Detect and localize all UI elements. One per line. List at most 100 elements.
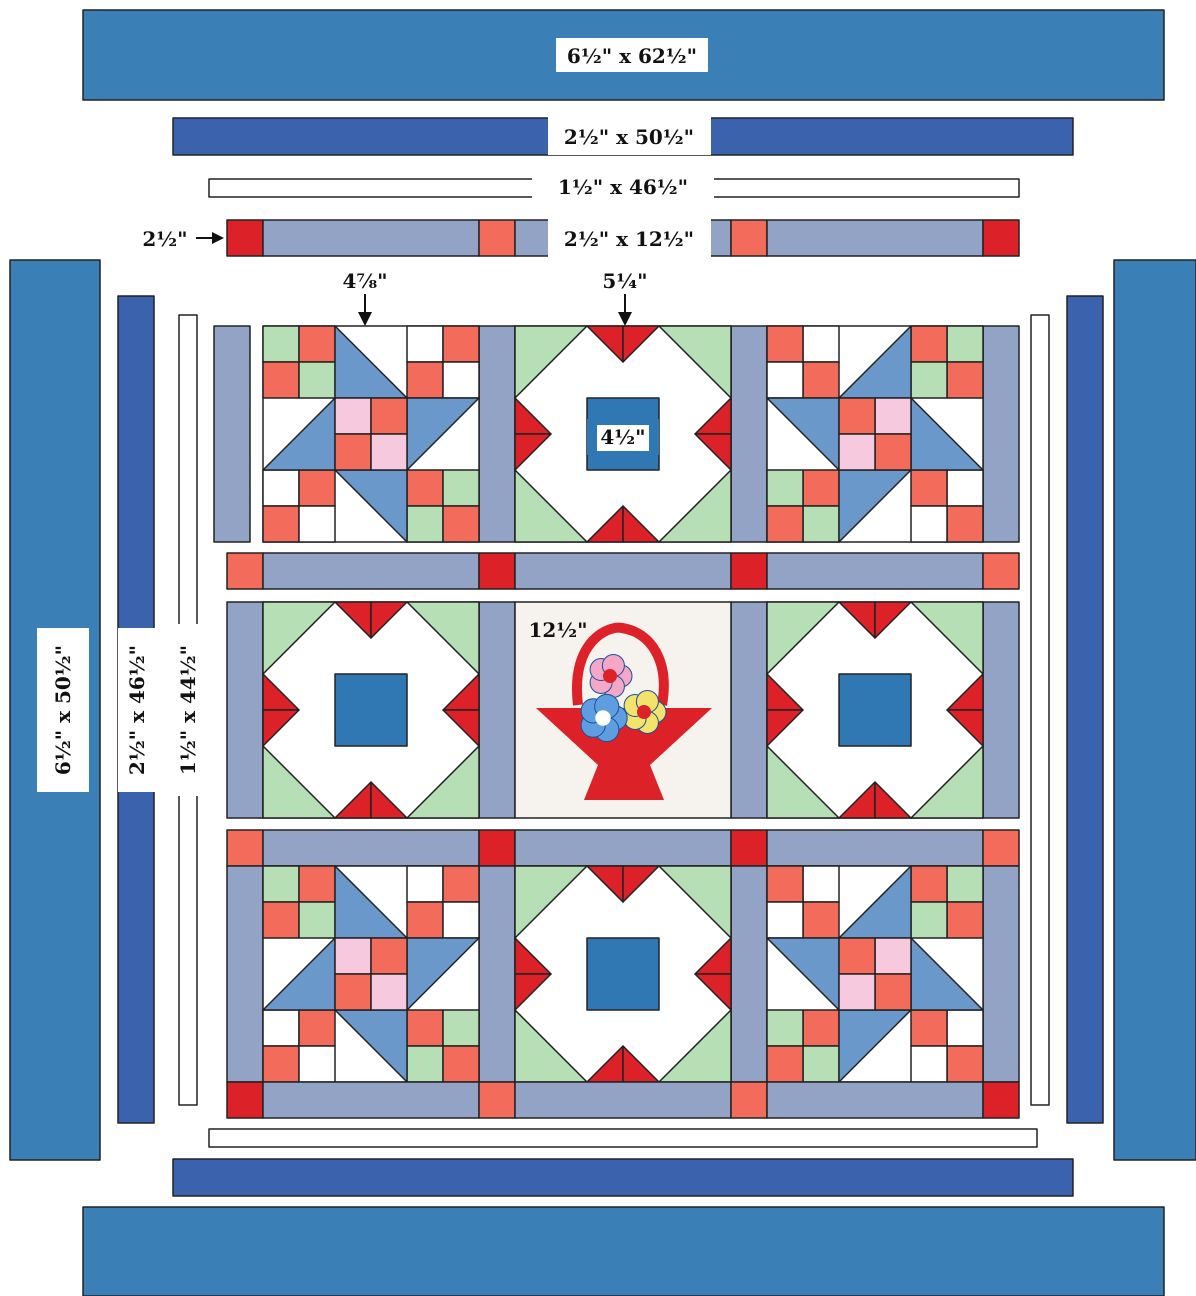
four-patch-square (443, 506, 479, 542)
sashing-vertical (214, 326, 250, 542)
four-patch-square (911, 470, 947, 506)
four-patch-square (407, 866, 443, 902)
four-patch-square (803, 902, 839, 938)
center-square (371, 938, 407, 974)
center-square (335, 434, 371, 470)
four-patch-square (407, 902, 443, 938)
sashing-vertical (983, 326, 1019, 542)
four-patch-square (263, 866, 299, 902)
cornerstone (479, 830, 515, 866)
four-patch-square (767, 362, 803, 398)
four-patch-square (947, 902, 983, 938)
middle-side-label: 2½" x 46½" (125, 645, 149, 775)
center-square (335, 974, 371, 1010)
cornerstone (479, 1082, 515, 1118)
basket-block (263, 866, 479, 1082)
four-patch-square (803, 866, 839, 902)
basket-block (263, 326, 479, 542)
four-patch-square (803, 1046, 839, 1082)
four-patch-square (443, 362, 479, 398)
four-patch-square (911, 902, 947, 938)
four-patch-square (947, 470, 983, 506)
cornerstone (731, 553, 767, 589)
basket-block (767, 866, 983, 1082)
four-patch-square (767, 866, 803, 902)
sashing-vertical (227, 866, 263, 1082)
four-patch-square (263, 362, 299, 398)
four-patch-square (443, 902, 479, 938)
four-patch-square (299, 470, 335, 506)
four-patch-square (299, 362, 335, 398)
four-patch-square (911, 362, 947, 398)
applique-label: 12½" (528, 618, 587, 642)
center-square (875, 974, 911, 1010)
cornerstone (227, 830, 263, 866)
star-center (335, 674, 407, 746)
center-square (371, 974, 407, 1010)
sashing-horizontal (263, 553, 479, 589)
star-corner-label: 5¼" (602, 269, 647, 293)
arrow-down-icon (618, 294, 632, 326)
cornerstone (983, 830, 1019, 866)
sashing-vertical (983, 602, 1019, 818)
four-patch-square (803, 506, 839, 542)
middle-border-bottom (173, 1159, 1073, 1196)
outer-side-label: 6½" x 50½" (51, 645, 75, 775)
middle-border-right (1067, 296, 1103, 1123)
four-patch-square (263, 1010, 299, 1046)
cornerstone (479, 553, 515, 589)
four-patch-square (767, 1046, 803, 1082)
four-patch-square (443, 470, 479, 506)
arrow-right-icon (196, 232, 224, 244)
four-patch-square (767, 1010, 803, 1046)
four-patch-square (299, 506, 335, 542)
center-square (371, 398, 407, 434)
four-patch-square (407, 362, 443, 398)
center-square (875, 398, 911, 434)
center-square (839, 974, 875, 1010)
center-square (839, 398, 875, 434)
cornerstone (983, 1082, 1019, 1118)
inner-top-label: 1½" x 46½" (558, 175, 688, 199)
four-patch-square (767, 326, 803, 362)
sashing-horizontal (515, 553, 731, 589)
cornerstone (983, 553, 1019, 589)
arrow-down-icon (358, 294, 372, 326)
four-patch-square (263, 1046, 299, 1082)
four-patch-square (911, 326, 947, 362)
four-patch-square (407, 506, 443, 542)
four-patch-square (947, 1010, 983, 1046)
four-patch-square (443, 326, 479, 362)
four-patch-square (299, 1046, 335, 1082)
outer-border-bottom (83, 1207, 1164, 1296)
four-patch-square (911, 1010, 947, 1046)
inner-border-right (1031, 315, 1049, 1105)
cornerstone (227, 553, 263, 589)
center-square (335, 398, 371, 434)
four-patch-square (407, 1046, 443, 1082)
center-square (839, 938, 875, 974)
sashing-horizontal (767, 553, 983, 589)
four-patch-square (299, 902, 335, 938)
outer-border-right (1114, 260, 1196, 1160)
inner-side-label: 1½" x 44½" (176, 645, 200, 775)
star-center (839, 674, 911, 746)
cornerstone (731, 830, 767, 866)
basket-corner-label: 4⅞" (342, 269, 387, 293)
four-patch-square (803, 362, 839, 398)
block-row-2 (227, 553, 1019, 818)
four-patch-square (407, 1010, 443, 1046)
sashing-vertical (479, 866, 515, 1082)
four-patch-square (803, 326, 839, 362)
center-square (839, 434, 875, 470)
sashing-vertical (731, 602, 767, 818)
basket-block (767, 326, 983, 542)
middle-side-label-wrap: 2½" x 46½" (118, 628, 156, 792)
four-patch-square (767, 506, 803, 542)
sashing-horizontal (515, 830, 731, 866)
four-patch-square (803, 470, 839, 506)
sash-row-label: 2½" x 12½" (564, 227, 694, 251)
outer-top-label: 6½" x 62½" (567, 44, 697, 68)
sashing-vertical (731, 866, 767, 1082)
